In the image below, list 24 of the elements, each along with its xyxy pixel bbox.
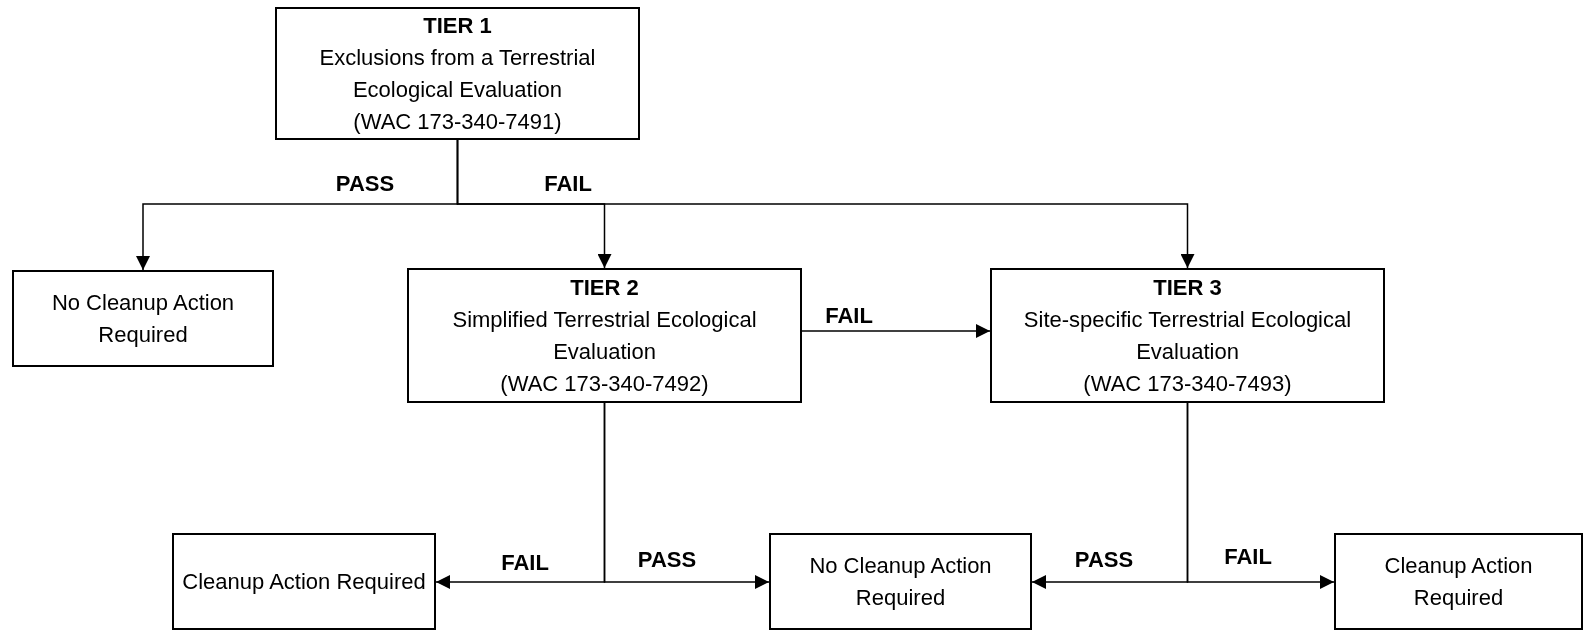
arrow bbox=[801, 324, 991, 338]
process-box bbox=[1334, 533, 1583, 630]
process-box bbox=[990, 268, 1385, 403]
process-box bbox=[172, 533, 436, 630]
box-text: Site-specific Terrestrial Ecological Evaluation bbox=[1022, 305, 1353, 366]
box-text: (WAC 173-340-7493) bbox=[1083, 369, 1292, 398]
tier-heading: TIER 3 bbox=[1153, 273, 1222, 302]
box-text: Cleanup Action Required bbox=[182, 567, 426, 596]
box-text: Cleanup Action Required bbox=[1383, 551, 1534, 612]
box-text: No Cleanup Action Required bbox=[50, 288, 236, 349]
process-box bbox=[275, 7, 640, 140]
box-text: (WAC 173-340-7491) bbox=[353, 107, 562, 136]
process-box bbox=[12, 270, 274, 367]
arrow bbox=[1186, 402, 1335, 589]
arrow bbox=[456, 139, 1195, 269]
box-text: (WAC 173-340-7492) bbox=[500, 369, 709, 398]
tier-heading: TIER 2 bbox=[570, 273, 639, 302]
tier-heading: TIER 1 bbox=[423, 11, 492, 40]
process-box bbox=[407, 268, 802, 403]
arrow bbox=[603, 402, 770, 589]
box-text: Exclusions from a Terrestrial Ecological Evaluation bbox=[318, 43, 597, 104]
box-text: Simplified Terrestrial Ecological Evaluation bbox=[451, 305, 758, 366]
box-text: No Cleanup Action Required bbox=[808, 551, 993, 612]
process-box bbox=[769, 533, 1032, 630]
